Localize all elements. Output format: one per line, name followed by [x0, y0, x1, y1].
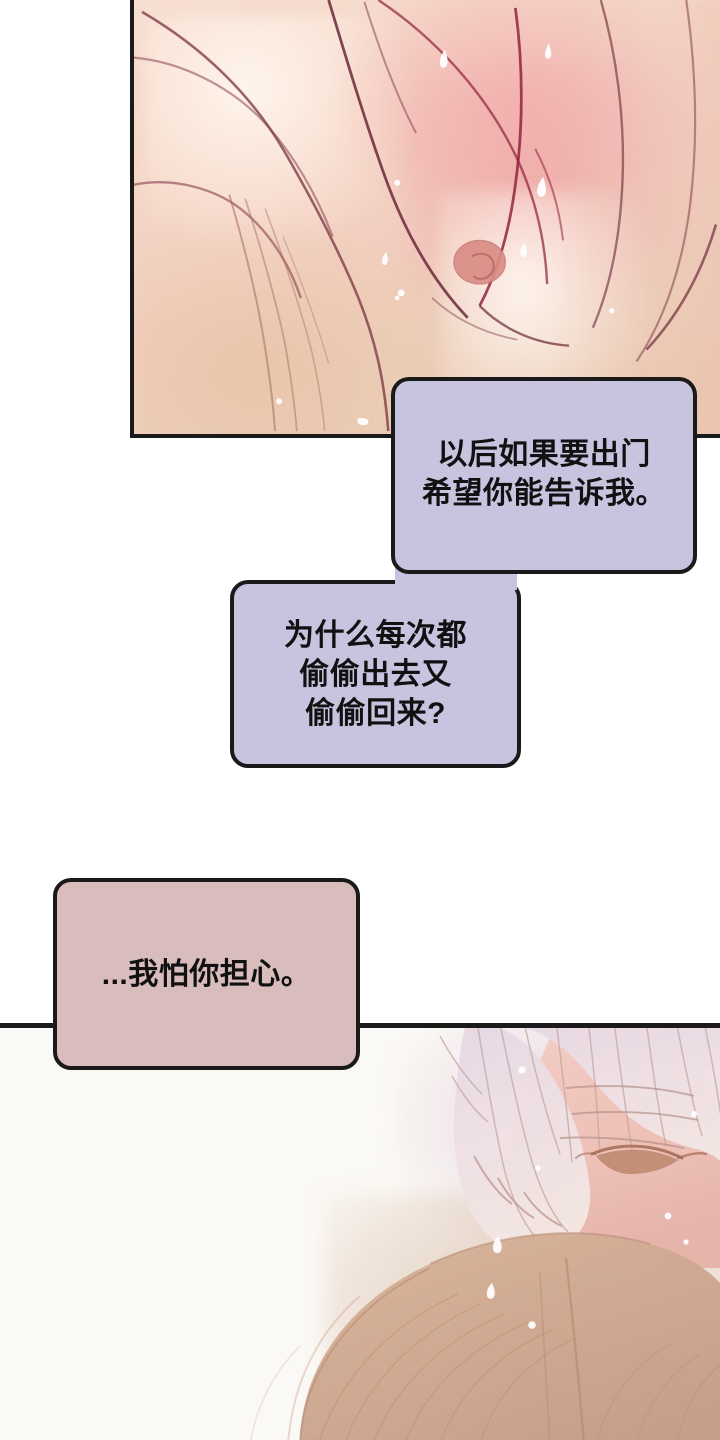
speech-bubble-2-text: 为什么每次都 偷偷出去又 偷偷回来?	[284, 618, 467, 730]
comic-panel-bottom	[0, 1023, 720, 1440]
comic-panel-top	[130, 0, 720, 438]
speech-bubble-1-text: 以后如果要出门 希望你能告诉我。	[422, 437, 666, 510]
panel-top-artwork	[134, 0, 720, 434]
speech-bubble-3-text: ...我怕你担心。	[101, 957, 312, 991]
panel-top-lineart	[134, 0, 718, 432]
speech-bubble-partner-2: 为什么每次都 偷偷出去又 偷偷回来?	[230, 580, 521, 768]
speech-bubble-partner-1: 以后如果要出门 希望你能告诉我。	[391, 377, 697, 574]
panel-bottom-lineart	[250, 1028, 720, 1440]
panel-bottom-artwork	[0, 1028, 720, 1440]
speech-bubble-protagonist: ...我怕你担心。	[53, 878, 360, 1070]
